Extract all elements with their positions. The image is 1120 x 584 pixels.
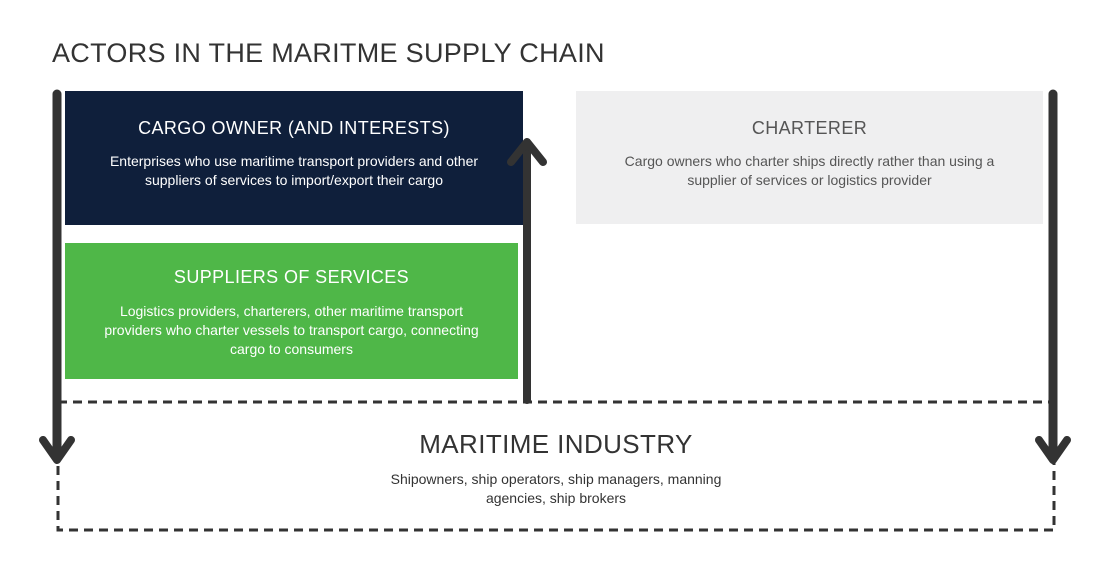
maritime-industry-dashed-border: [56, 400, 1056, 532]
center-up-arrow-icon: [507, 138, 547, 404]
suppliers-description: Logistics providers, charterers, other m…: [104, 303, 479, 357]
charterer-heading: CHARTERER: [751, 118, 868, 138]
cargo-owner-heading: CARGO OWNER (AND INTERESTS): [138, 118, 450, 138]
diagram-title: ACTORS IN THE MARITME SUPPLY CHAIN: [52, 38, 605, 68]
maritime-industry-description: Shipowners, ship operators, ship manager…: [390, 471, 722, 506]
maritime-industry-heading: MARITIME INDUSTRY: [419, 429, 693, 459]
right-down-arrow-icon: [1035, 89, 1071, 464]
charterer-box: CHARTERER Cargo owners who charter ships…: [576, 91, 1043, 224]
cargo-owner-box: CARGO OWNER (AND INTERESTS) Enterprises …: [65, 91, 523, 225]
suppliers-heading: SUPPLIERS OF SERVICES: [173, 267, 410, 287]
maritime-industry-box: MARITIME INDUSTRY Shipowners, ship opera…: [58, 402, 1054, 530]
left-down-arrow-icon: [39, 89, 75, 464]
cargo-owner-description: Enterprises who use maritime transport p…: [109, 153, 479, 188]
suppliers-box: SUPPLIERS OF SERVICES Logistics provider…: [65, 243, 518, 379]
charterer-description: Cargo owners who charter ships directly …: [624, 153, 995, 188]
